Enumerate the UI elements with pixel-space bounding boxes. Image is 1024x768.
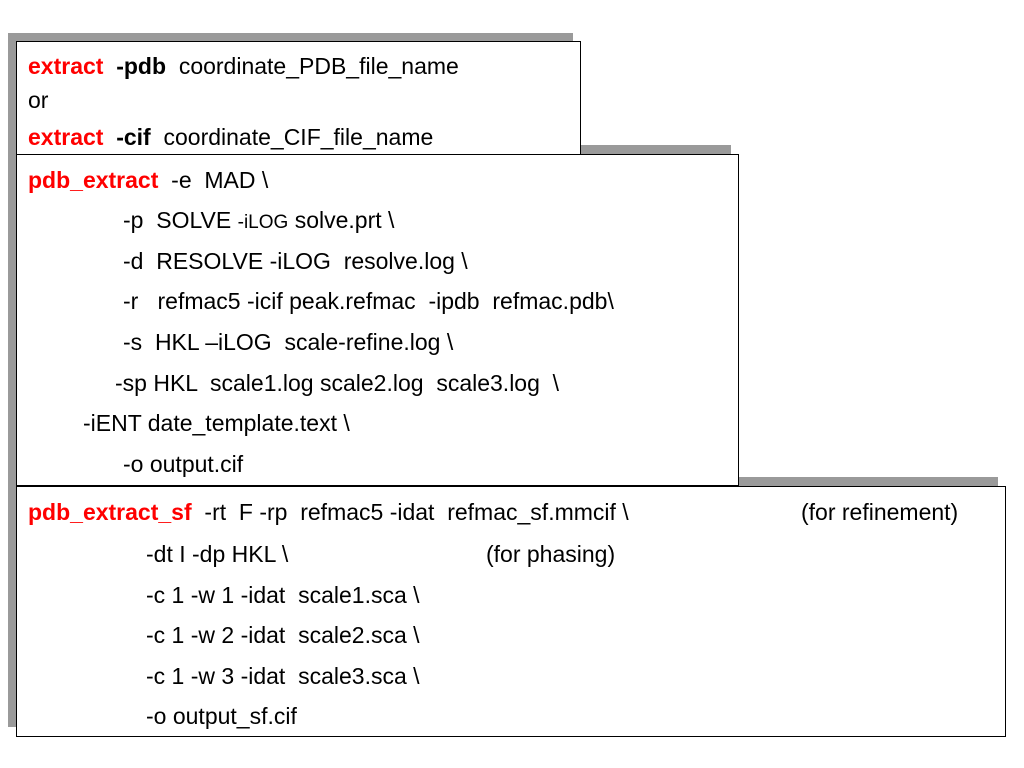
pdb-extract-first-args: -e MAD \: [171, 167, 269, 193]
ient-line: -iENT date_template.text \: [83, 410, 350, 436]
extract-command: extract: [28, 124, 104, 150]
pdb-extract-sf-first-line: pdb_extract_sf -rt F -rp refmac5 -idat r…: [28, 501, 629, 524]
resolve-line: -d RESOLVE -iLOG resolve.log \: [123, 248, 468, 274]
pdb-flag: -pdb: [116, 53, 167, 79]
cif-argument: coordinate_CIF_file_name: [163, 124, 434, 150]
pdb-argument: coordinate_PDB_file_name: [178, 53, 459, 79]
output-sf-line: -o output_sf.cif: [146, 703, 297, 729]
scale1-line: -c 1 -w 1 -idat scale1.sca \: [146, 582, 420, 608]
scale-refine-line: -s HKL –iLOG scale-refine.log \: [123, 329, 454, 355]
output-line: -o output.cif: [123, 451, 244, 477]
scale-logs-line: -sp HKL scale1.log scale2.log scale3.log…: [115, 370, 560, 396]
pdb-extract-sf-command: pdb_extract_sf: [28, 499, 192, 525]
solve-ilog-flag: -iLOG: [237, 212, 289, 233]
pdb-extract-sf-first-args: -rt F -rp refmac5 -idat refmac_sf.mmcif …: [204, 499, 629, 525]
pdb-extract-first-line: pdb_extract -e MAD \: [28, 169, 268, 192]
solve-args: -p SOLVE: [123, 207, 238, 233]
scale3-line: -c 1 -w 3 -idat scale3.sca \: [146, 663, 420, 689]
pdb-extract-command: pdb_extract: [28, 167, 159, 193]
scale2-line: -c 1 -w 2 -idat scale2.sca \: [146, 622, 420, 648]
pdb-extract-command-panel: pdb_extract -e MAD \ -p SOLVE -iLOG solv…: [16, 154, 739, 486]
extract-cif-line: extract -cif coordinate_CIF_file_name: [28, 126, 433, 149]
phasing-args-line: -dt I -dp HKL \: [146, 541, 289, 567]
solve-file: solve.prt \: [288, 207, 395, 233]
phasing-note: (for phasing): [486, 541, 616, 567]
extract-command: extract: [28, 53, 104, 79]
solve-line: -p SOLVE -iLOG solve.prt \: [123, 207, 395, 233]
pdb-extract-sf-command-panel: pdb_extract_sf -rt F -rp refmac5 -idat r…: [16, 486, 1006, 737]
refinement-note: (for refinement): [801, 499, 959, 525]
cif-flag: -cif: [116, 124, 151, 150]
refmac-line: -r refmac5 -icif peak.refmac -ipdb refma…: [123, 288, 614, 314]
extract-pdb-line: extract -pdb coordinate_PDB_file_name: [28, 55, 459, 78]
extract-command-panel: extract -pdb coordinate_PDB_file_name or…: [16, 41, 581, 157]
or-text: or: [28, 87, 49, 113]
